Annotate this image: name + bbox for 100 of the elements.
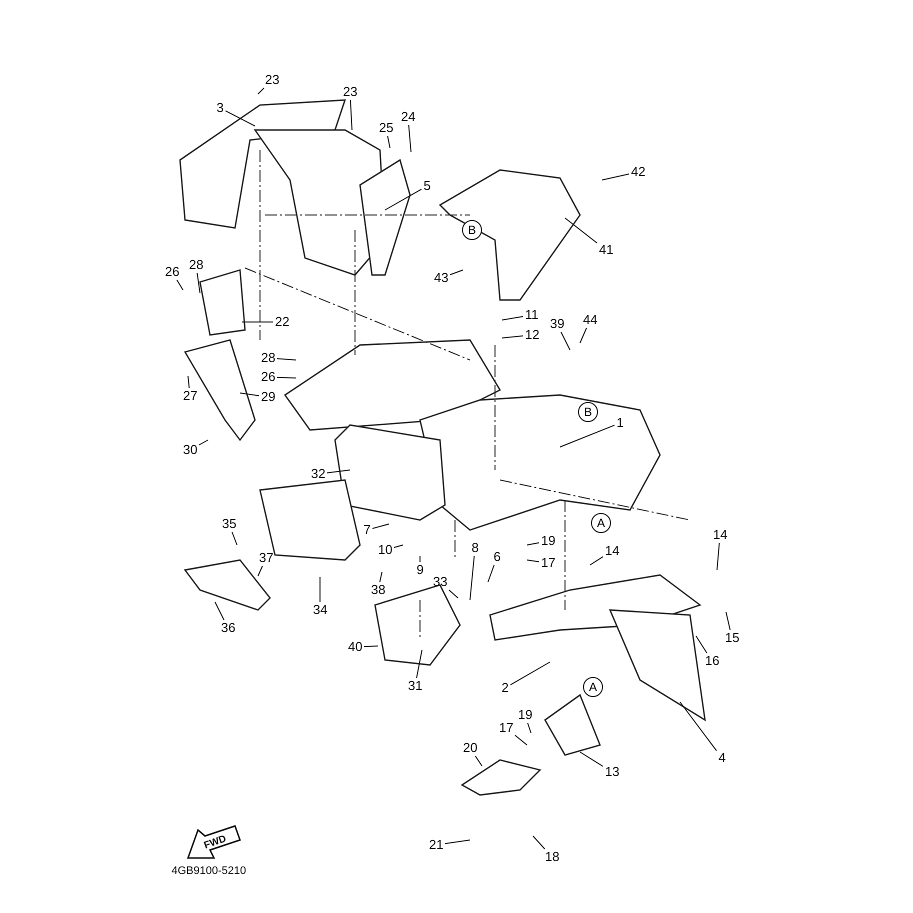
callout-number: 27 (183, 389, 198, 403)
callout-number: 17 (541, 556, 556, 570)
leader-line (214, 602, 224, 620)
callout-number: 5 (424, 179, 431, 193)
callout-number: 40 (348, 640, 362, 654)
callout-number: 9 (416, 563, 424, 577)
leader-line (416, 650, 422, 678)
leader-line (564, 218, 598, 244)
callout-number: 14 (605, 544, 620, 558)
reference-letter: B (462, 220, 482, 240)
callout-number: 44 (583, 313, 598, 327)
callout-number: 20 (463, 741, 478, 755)
callout-number: 43 (434, 271, 448, 285)
callout-number: 6 (494, 550, 501, 564)
callout-number: 39 (550, 317, 564, 331)
callout-number: 41 (599, 243, 614, 257)
part-code: 4GB9100-5210 (172, 864, 246, 878)
callout-number: 10 (378, 543, 392, 557)
leader-line (198, 440, 208, 446)
leader-line (350, 100, 352, 130)
callout-number: 22 (275, 315, 290, 329)
leader-line (526, 542, 540, 546)
leader-line (696, 636, 708, 654)
leader-line (532, 836, 546, 850)
leader-line (258, 88, 264, 94)
leader-line (716, 542, 720, 570)
callout-number: 2 (502, 681, 509, 695)
callout-number: 12 (525, 328, 540, 342)
leader-line (514, 734, 528, 746)
leader-line (488, 564, 495, 582)
callout-number: 15 (725, 631, 740, 645)
callout-number: 32 (311, 467, 326, 481)
leader-line (258, 566, 263, 576)
leader-line (590, 556, 604, 566)
leader-line (444, 840, 470, 844)
leader-line (196, 272, 200, 294)
leader-line (580, 752, 604, 767)
leader-line (502, 316, 524, 320)
leader-line (232, 532, 238, 546)
callout-number: 37 (259, 551, 274, 565)
callout-number: 8 (472, 541, 479, 555)
callout-number: 28 (189, 258, 204, 272)
callout-number: 19 (518, 708, 532, 722)
leader-line (188, 376, 190, 388)
leader-line (176, 280, 184, 290)
callout-number: 26 (261, 370, 276, 384)
callout-number: 23 (343, 85, 358, 99)
callout-number: 13 (605, 765, 620, 779)
leader-line (408, 124, 412, 152)
leader-line (602, 174, 630, 180)
callout-number: 26 (165, 265, 180, 279)
leader-line (225, 110, 256, 126)
leader-line (448, 590, 458, 598)
leader-line (502, 335, 524, 338)
leader-line (680, 702, 717, 752)
leader-line (379, 572, 382, 582)
callout-number: 16 (705, 654, 720, 668)
callout-number: 36 (221, 621, 236, 635)
callout-number: 29 (261, 390, 276, 404)
leader-line (326, 470, 350, 474)
callout-number: 38 (371, 583, 386, 597)
leader-line (510, 662, 550, 686)
callout-number: 33 (433, 575, 448, 589)
leader-line (240, 392, 260, 396)
reference-letter: A (591, 513, 611, 533)
leader-line (364, 646, 378, 648)
callout-number: 35 (222, 517, 236, 531)
callout-number: 42 (631, 165, 646, 179)
leader-line (560, 424, 615, 448)
leader-line (474, 756, 482, 766)
callout-number: 4 (718, 751, 726, 765)
callout-number: 30 (183, 443, 198, 457)
callout-number: 11 (525, 308, 538, 322)
callout-number: 25 (379, 121, 394, 135)
callout-number: 31 (408, 679, 422, 693)
leader-line (580, 328, 588, 344)
callout-number: 19 (541, 534, 556, 548)
leader-line (276, 376, 296, 378)
leader-line (384, 188, 422, 210)
callout-number: 1 (616, 416, 624, 430)
callout-number: 23 (265, 73, 280, 87)
callout-number: 17 (499, 721, 514, 735)
callout-number: 24 (401, 110, 416, 124)
callout-number: 14 (713, 528, 728, 542)
leader-line (526, 560, 540, 562)
leader-line (372, 524, 390, 529)
callout-number: 21 (429, 838, 444, 852)
leader-line (726, 612, 731, 630)
reference-letter: A (583, 677, 603, 697)
callout-number: 28 (261, 351, 276, 365)
leader-line (527, 722, 532, 734)
callout-number: 3 (216, 101, 224, 115)
leader-line (276, 358, 296, 360)
leader-line (560, 332, 570, 350)
leader-line (394, 544, 404, 548)
callout-number: 7 (364, 523, 371, 537)
leader-line (470, 556, 475, 600)
callout-number: 34 (313, 603, 328, 617)
leader-line (450, 270, 464, 276)
direction-label: FWD (202, 832, 228, 854)
